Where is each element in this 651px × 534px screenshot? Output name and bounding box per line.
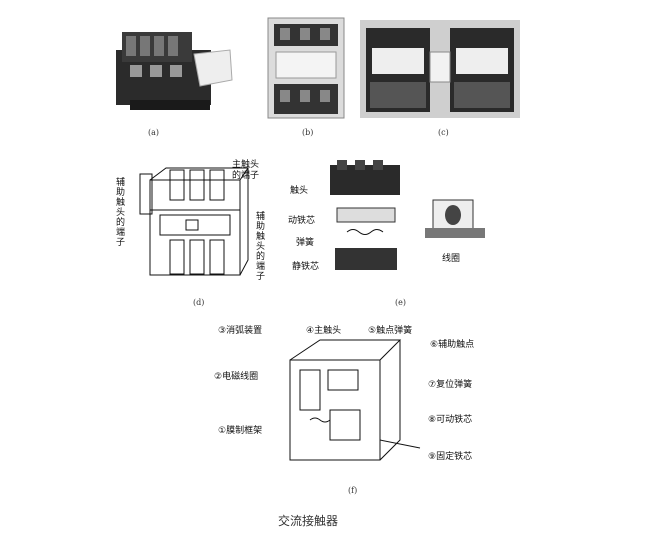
caption-f: (f)	[348, 486, 358, 495]
label-static-core: 静铁芯	[292, 262, 320, 272]
label-contact: 触头	[290, 186, 309, 196]
caption-d: (d)	[193, 298, 205, 307]
label-coil-f: ②电磁线圈	[214, 372, 259, 382]
label-main-terminal-2: 的端子	[232, 171, 260, 181]
caption-e: (e)	[395, 298, 406, 307]
drawing-f	[289, 339, 421, 461]
drawing-d	[139, 167, 249, 276]
caption-a: (a)	[148, 128, 160, 137]
label-aux-contact: ⑥辅助触点	[430, 340, 475, 350]
label-aux-terminal-left: 辅助触头的端子	[116, 178, 126, 248]
label-contact-spring: ⑤触点弹簧	[368, 326, 413, 336]
photo-b	[267, 17, 345, 119]
caption-b: (b)	[302, 128, 314, 137]
photo-a	[116, 32, 233, 110]
label-frame: ①膜制框架	[218, 426, 263, 436]
drawing-e	[330, 160, 485, 270]
label-spring: 弹簧	[296, 238, 315, 248]
label-main-contact: ④主触头	[306, 326, 342, 336]
label-movable-core: ⑧可动铁芯	[428, 415, 473, 425]
figure-title: 交流接触器	[278, 514, 339, 528]
label-main-terminal-1: 主触头	[232, 160, 260, 170]
label-fixed-core: ⑨固定铁芯	[428, 452, 473, 462]
label-reset-spring: ⑦复位弹簧	[428, 380, 473, 390]
label-arc: ③消弧装置	[218, 326, 263, 336]
label-aux-terminal-right: 辅助触头的端子	[256, 212, 266, 282]
label-moving-core: 动铁芯	[288, 216, 316, 226]
label-coil: 线圈	[442, 254, 461, 264]
caption-c: (c)	[438, 128, 449, 137]
photo-c	[360, 20, 520, 118]
